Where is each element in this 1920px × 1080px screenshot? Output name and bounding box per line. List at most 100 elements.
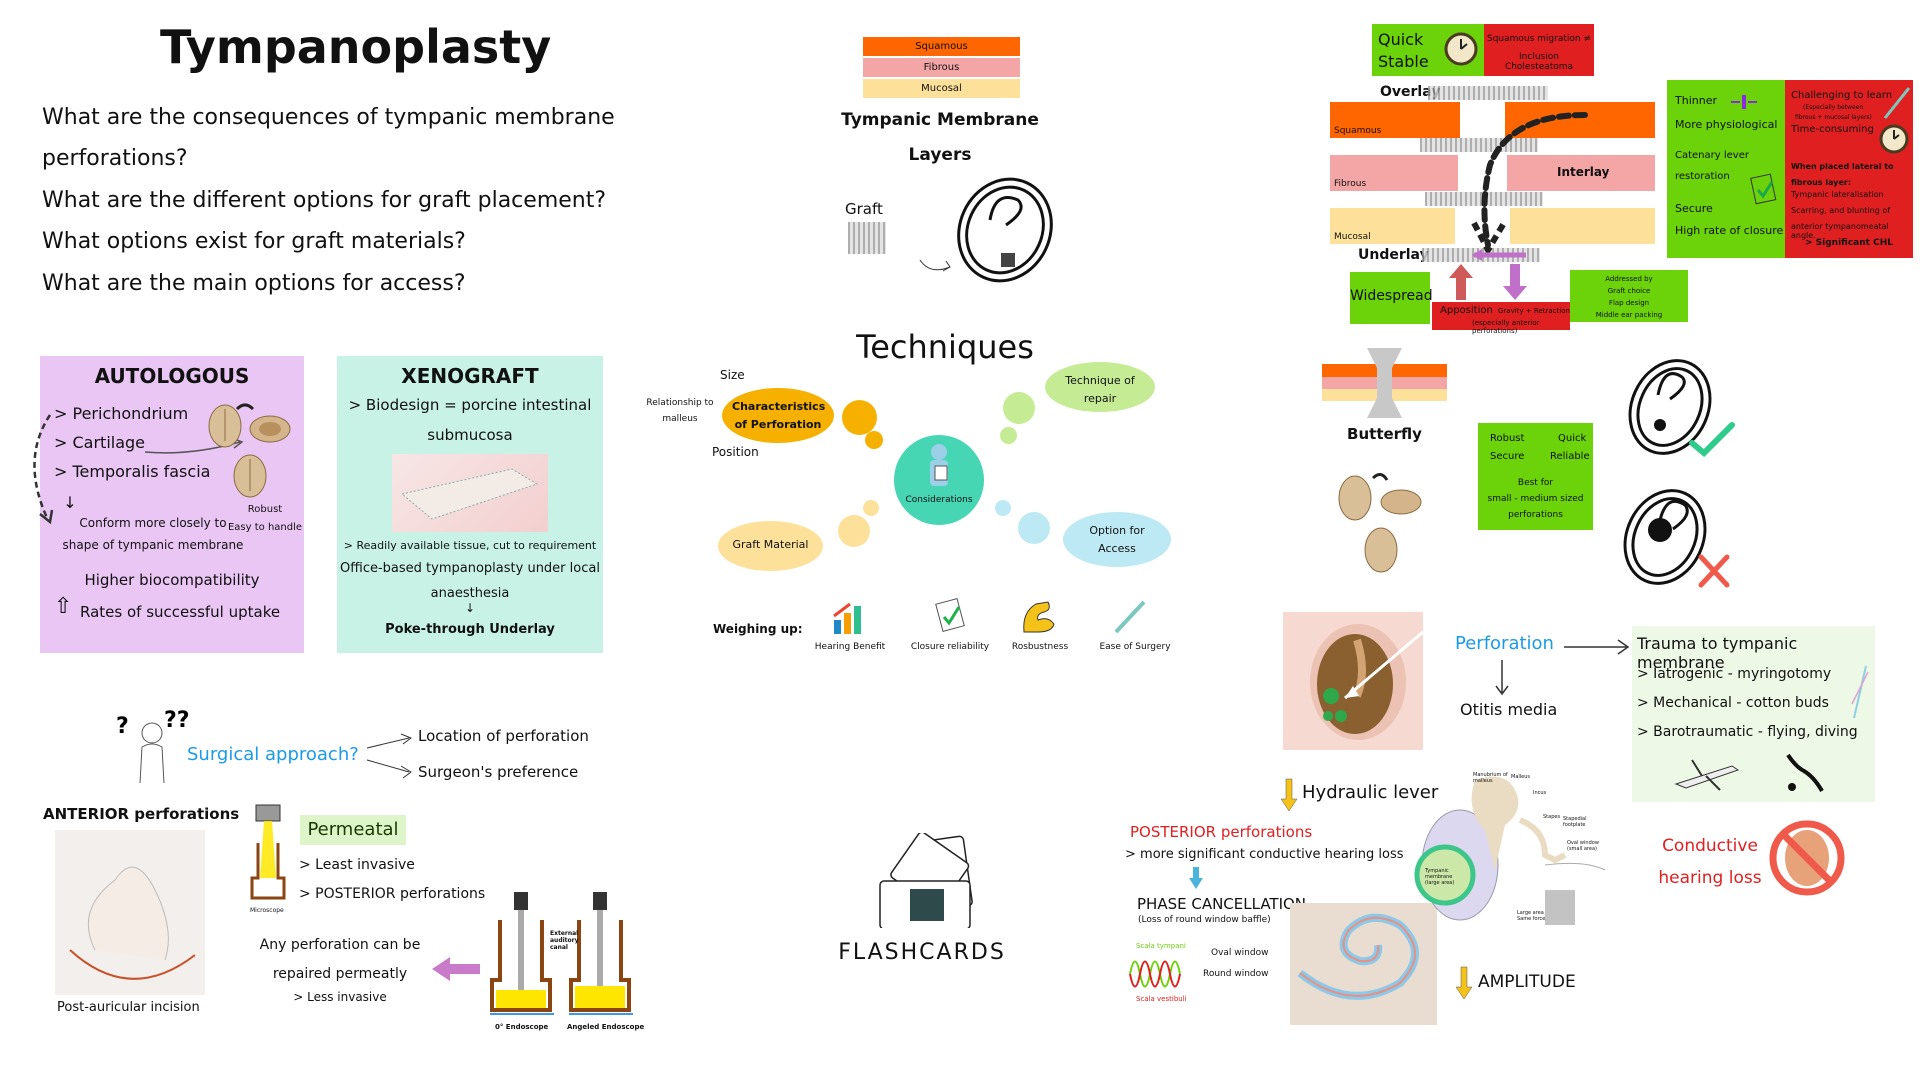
posterior-sub: > more significant conductive hearing lo…: [1125, 847, 1404, 862]
endoscope-angled-label: Angeled Endoscope: [567, 1023, 645, 1031]
interlay-con: > Significant CHL: [1805, 238, 1893, 248]
svg-text:??: ??: [164, 708, 190, 733]
interlay-con: anterior tympanomeatal angle.: [1791, 222, 1889, 240]
page-title: Tympanoplasty: [160, 20, 552, 74]
bubble-dot: [1003, 392, 1035, 424]
addressed-list: Addressed by Graft choice Flap design Mi…: [1570, 273, 1688, 321]
node-graft-material[interactable]: [718, 521, 823, 571]
bubble-dot: [838, 515, 870, 547]
layer-label: Squamous: [1334, 126, 1382, 136]
conform-line: shape of tympanic membrane: [62, 538, 244, 552]
underlay-pro-box: Widespread: [1350, 272, 1433, 324]
cochlea-image: [1290, 903, 1437, 1025]
placement-layer-squamous: [1505, 102, 1655, 138]
xenograft-office: anaesthesia: [430, 586, 510, 601]
overlay-cons-box: Squamous migration ≠ Inclusion Cholestea…: [1484, 24, 1594, 76]
interlay-pro: High rate of closure: [1675, 224, 1784, 237]
scalpel-icon: [1114, 600, 1146, 634]
phase-wave-icon: [1129, 960, 1181, 988]
butterfly-pro: Reliable: [1550, 451, 1590, 462]
node-characteristics[interactable]: [722, 388, 834, 443]
con-apposition: Apposition: [1440, 305, 1493, 316]
interlay-pros-box: Thinner More physiological Catenary leve…: [1667, 80, 1785, 258]
layer-fibrous: Fibrous: [863, 58, 1020, 77]
weighing-label: Weighing up:: [713, 622, 803, 636]
oval-window-label: Oval window: [1211, 948, 1269, 958]
scala-tympani-label: Scala tympani: [1136, 942, 1186, 950]
permeatal-item: > POSTERIOR perforations: [299, 886, 486, 902]
ossicle-label: Malleus: [1511, 774, 1531, 780]
underlay-label: Underlay: [1358, 247, 1429, 263]
butterfly-pro: Quick: [1558, 433, 1587, 444]
overlay-con: Squamous migration ≠: [1486, 34, 1591, 44]
layer-squamous: Squamous: [863, 37, 1020, 56]
placement-layer-squamous: Squamous: [1330, 102, 1460, 138]
trauma-title: Trauma to tympanic membrane: [1637, 634, 1798, 672]
scala-vestibuli-label: Scala vestibuli: [1136, 995, 1187, 1003]
pro-widespread: Widespread: [1350, 288, 1433, 304]
perforation-otoscopy-image: [1283, 612, 1424, 750]
submucosa-image: [392, 454, 548, 532]
branch-arrows-icon: [366, 733, 413, 779]
round-window-label: Round window: [1203, 969, 1269, 979]
down-arrow-icon: [1280, 778, 1298, 812]
diver-icon: [1786, 753, 1824, 793]
underlay-con-box: Apposition Gravity + Retraction (especia…: [1432, 302, 1570, 335]
addressed-line: Middle ear packing: [1595, 311, 1663, 319]
uptake-note: Rates of successful uptake: [80, 603, 281, 621]
clipboard-check-icon: [935, 598, 965, 632]
interlay-con: Time-consuming: [1791, 124, 1874, 135]
weighing-item: Ease of Surgery: [1099, 642, 1171, 652]
layer-label: Mucosal: [1334, 232, 1371, 242]
question-3: What options exist for graft materials?: [42, 229, 466, 254]
best-line: Best for: [1517, 478, 1554, 488]
doctor-icon: [930, 444, 948, 486]
up-arrow-icon: [1449, 264, 1473, 300]
biocompatibility-note: Higher biocompatibility: [84, 571, 260, 589]
node-characteristics-label: Characteristics of Perforation: [732, 400, 826, 431]
characteristic-size: Size: [720, 368, 745, 382]
interlay-label: Interlay: [1557, 165, 1610, 179]
robust-line: Easy to handle: [227, 522, 303, 533]
ossicle-label: Tympanic membrane (large area): [1425, 868, 1455, 886]
xenograft-line: submucosa: [427, 426, 513, 444]
posterior-label: POSTERIOR perforations: [1130, 823, 1313, 841]
ossicle-label: Stapedial footplate: [1563, 816, 1587, 828]
bubble-dot: [865, 431, 883, 449]
node-access[interactable]: [1063, 512, 1171, 567]
interlay-con: Challenging to learn: [1791, 90, 1893, 101]
surgical-approach-question: Surgical approach?: [187, 744, 359, 765]
interlay-cons-box: Challenging to learn (Especially between…: [1785, 80, 1913, 258]
small-perforation-icon: [1628, 359, 1735, 458]
placement-layer-mucosal: Mucosal: [1330, 208, 1455, 244]
ossicle-label: Stapes: [1543, 814, 1561, 820]
interlay-con: (Especially between: [1803, 104, 1864, 111]
chl-label: Conductive hearing loss: [1650, 830, 1770, 894]
interlay-pro: More physiological: [1675, 118, 1778, 131]
weighing-item: Closure reliability: [910, 642, 990, 652]
tm-layers-caption: Layers: [908, 145, 972, 165]
overlay-label: Overlay: [1380, 84, 1441, 100]
placement-layer-mucosal: [1510, 208, 1655, 244]
addressed-line: Flap design: [1608, 299, 1650, 307]
bubble-dot: [842, 400, 877, 435]
butterfly-pro: Secure: [1490, 451, 1525, 462]
autologous-panel: AUTOLOGOUS > Perichondrium > Cartilage >…: [40, 356, 304, 653]
interlay-pro: Catenary lever: [1675, 150, 1749, 161]
post-auricular-image: [55, 830, 205, 995]
down-arrow-icon: [1455, 966, 1473, 1000]
clock-icon: [1444, 32, 1478, 66]
clock-icon: [1879, 124, 1909, 154]
chl-line: Conductive: [1662, 836, 1758, 856]
xenograft-heading: XENOGRAFT: [401, 364, 539, 388]
node-technique[interactable]: [1045, 362, 1155, 412]
tm-layers-caption: Tympanic Membrane: [841, 110, 1039, 130]
down-arrow-icon: [1503, 264, 1527, 300]
ossicle-label: Incus: [1533, 790, 1547, 796]
phase-cancellation-label: PHASE CANCELLATION: [1137, 895, 1307, 913]
characteristic-relationship: Relationship to malleus: [646, 398, 714, 424]
pro-stable: Stable: [1378, 52, 1429, 71]
robust-line: Robust: [247, 504, 283, 515]
addressed-line: Addressed by: [1605, 275, 1653, 283]
cotton-bud-icon: [1851, 665, 1869, 719]
